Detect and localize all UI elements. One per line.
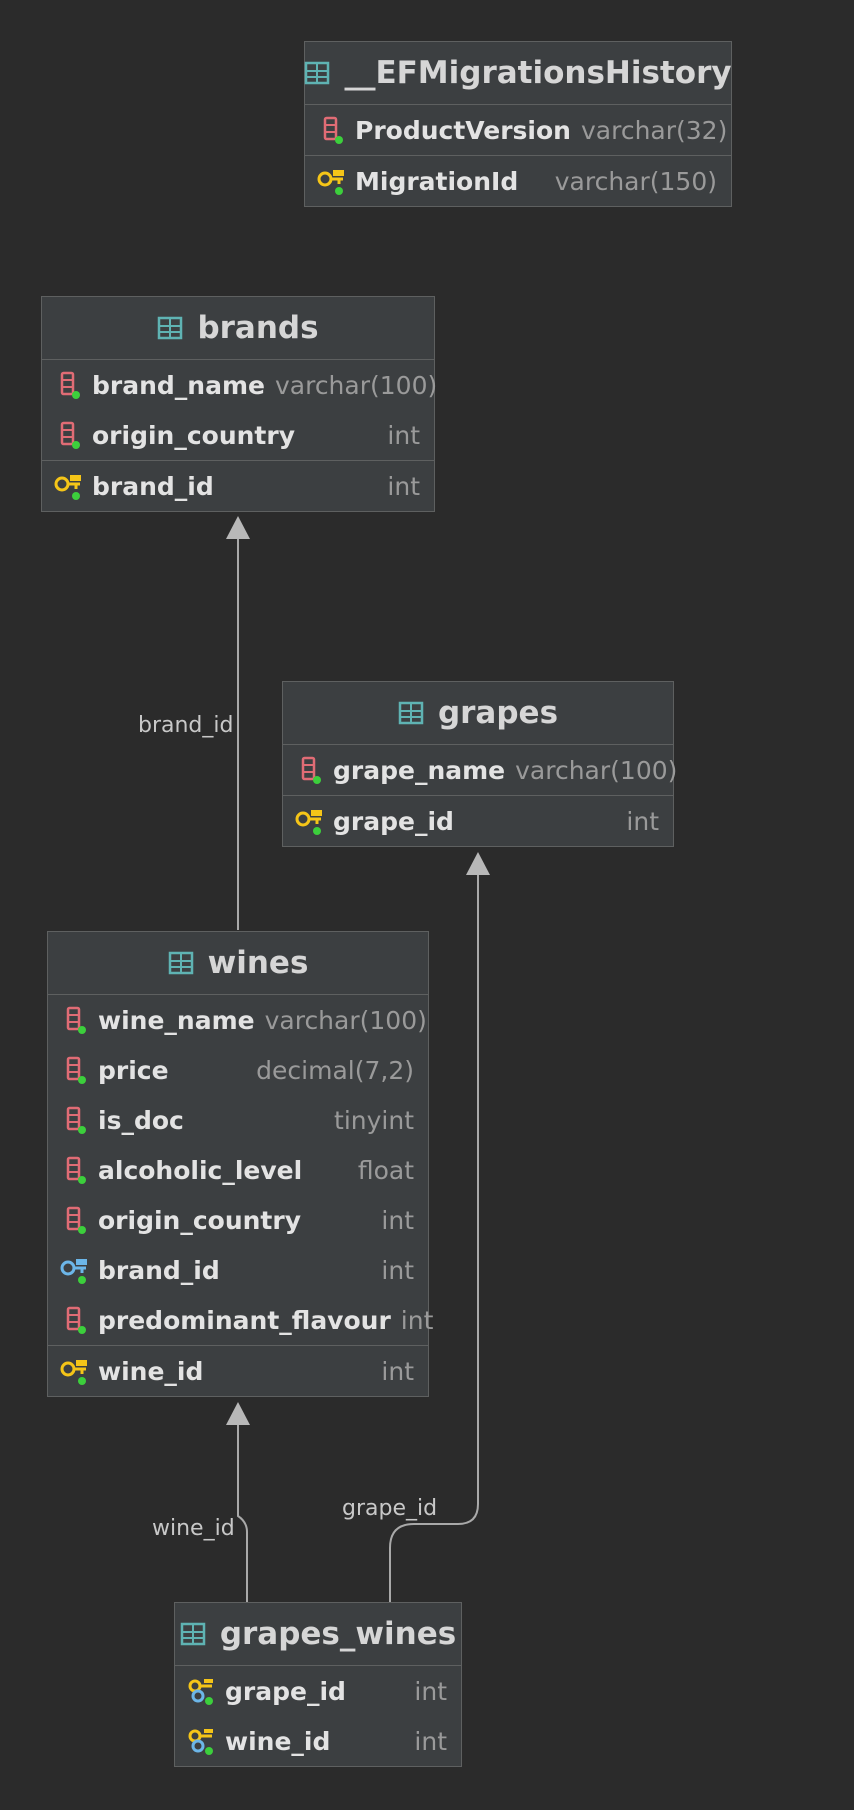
relation-label-grape-id: grape_id: [342, 1496, 437, 1521]
column-row-grape-name[interactable]: grape_name varchar(100): [283, 745, 677, 795]
column-name: price: [98, 1055, 169, 1085]
column-row-productversion[interactable]: ProductVersion varchar(32): [305, 105, 731, 155]
table-title: wines: [207, 945, 309, 981]
column-row-wine-name[interactable]: wine_name varchar(100): [48, 995, 428, 1045]
column-icon: [60, 1205, 90, 1235]
column-type: decimal(7,2): [256, 1055, 414, 1085]
column-name: MigrationId: [355, 166, 519, 196]
column-name: wine_name: [98, 1005, 255, 1035]
column-type: varchar(100): [264, 1005, 427, 1035]
table-icon: [398, 700, 424, 726]
column-name: wine_id: [225, 1726, 331, 1756]
column-type: int: [381, 1255, 414, 1285]
table-header: __EFMigrationsHistory: [304, 42, 732, 105]
column-name: origin_country: [98, 1205, 302, 1235]
column-type: int: [414, 1676, 447, 1706]
table-title: __EFMigrationsHistory: [344, 55, 732, 91]
foreign-key-icon: [60, 1255, 90, 1285]
key-row-wine-id[interactable]: wine_id int: [48, 1346, 428, 1396]
table-icon: [157, 315, 183, 341]
table-icon: [168, 950, 194, 976]
primary-foreign-key-icon: [187, 1676, 217, 1706]
column-row-alcoholic-level[interactable]: alcoholic_level float: [48, 1145, 428, 1195]
primary-key-icon: [60, 1356, 90, 1386]
table-icon: [304, 60, 330, 86]
column-row-is-doc[interactable]: is_doc tinyint: [48, 1095, 428, 1145]
column-row-brand-name[interactable]: brand_name varchar(100): [42, 360, 438, 410]
column-name: is_doc: [98, 1105, 184, 1135]
column-type: int: [381, 1356, 414, 1386]
key-row-brand-id[interactable]: brand_id int: [42, 461, 434, 511]
column-type: varchar(100): [515, 755, 678, 785]
table-efmigrationshistory[interactable]: __EFMigrationsHistory ProductVersion varc…: [304, 41, 732, 207]
key-row-grape-id[interactable]: grape_id int: [283, 796, 673, 846]
column-name: brand_id: [98, 1255, 220, 1285]
column-name: brand_name: [92, 370, 265, 400]
table-title: brands: [197, 310, 319, 346]
relation-label-brand-id: brand_id: [138, 713, 233, 738]
column-type: varchar(150): [554, 166, 717, 196]
column-name: origin_country: [92, 420, 296, 450]
column-row-brand-id[interactable]: brand_id int: [48, 1245, 428, 1295]
column-type: int: [387, 420, 420, 450]
table-icon: [180, 1621, 206, 1647]
table-title: grapes: [437, 695, 559, 731]
primary-key-icon: [295, 806, 325, 836]
column-name: grape_id: [225, 1676, 346, 1706]
column-type: int: [400, 1305, 434, 1335]
column-row-price[interactable]: price decimal(7,2): [48, 1045, 428, 1095]
column-icon: [317, 115, 347, 145]
relation-brand-id[interactable]: brand_id: [138, 516, 250, 930]
table-wines[interactable]: wines wine_name varchar(100) price decimal(…: [47, 931, 433, 1397]
relation-grape-id[interactable]: grape_id: [342, 852, 490, 1602]
column-type: tinyint: [334, 1105, 414, 1135]
key-row-grape-id[interactable]: grape_id int: [175, 1666, 461, 1716]
key-row-migrationid[interactable]: MigrationId varchar(150): [305, 156, 731, 206]
relation-wine-id[interactable]: wine_id: [152, 1402, 250, 1602]
column-icon: [54, 370, 84, 400]
table-brands[interactable]: brands brand_name varchar(100) origin_coun…: [41, 296, 438, 512]
column-icon: [60, 1055, 90, 1085]
column-row-origin-country[interactable]: origin_country int: [48, 1195, 428, 1245]
column-icon: [60, 1105, 90, 1135]
column-name: ProductVersion: [355, 115, 571, 145]
column-icon: [60, 1305, 90, 1335]
column-name: brand_id: [92, 471, 214, 501]
column-name: grape_id: [333, 806, 454, 836]
table-header: brands: [42, 297, 434, 360]
column-type: varchar(100): [274, 370, 438, 400]
column-name: alcoholic_level: [98, 1155, 303, 1185]
column-type: float: [357, 1155, 414, 1185]
table-header: grapes_wines: [175, 1603, 461, 1666]
table-grapes[interactable]: grapes grape_name varchar(100) grape_id in…: [282, 681, 677, 847]
column-name: predominant_flavour: [98, 1305, 391, 1335]
column-type: int: [381, 1205, 414, 1235]
table-header: grapes: [283, 682, 673, 745]
table-header: wines: [48, 932, 428, 995]
column-icon: [60, 1005, 90, 1035]
key-row-wine-id[interactable]: wine_id int: [175, 1716, 461, 1766]
primary-key-icon: [54, 471, 84, 501]
column-icon: [54, 420, 84, 450]
column-type: int: [626, 806, 659, 836]
relation-label-wine-id: wine_id: [152, 1516, 235, 1541]
table-title: grapes_wines: [219, 1616, 457, 1652]
primary-foreign-key-icon: [187, 1726, 217, 1756]
column-name: grape_name: [333, 755, 506, 785]
column-type: int: [387, 471, 420, 501]
column-type: varchar(32): [580, 115, 728, 145]
column-row-origin-country[interactable]: origin_country int: [42, 410, 434, 460]
column-name: wine_id: [98, 1356, 204, 1386]
column-icon: [60, 1155, 90, 1185]
primary-key-icon: [317, 166, 347, 196]
column-row-predominant-flavour[interactable]: predominant_flavour int: [48, 1295, 433, 1345]
column-type: int: [414, 1726, 447, 1756]
column-icon: [295, 755, 325, 785]
